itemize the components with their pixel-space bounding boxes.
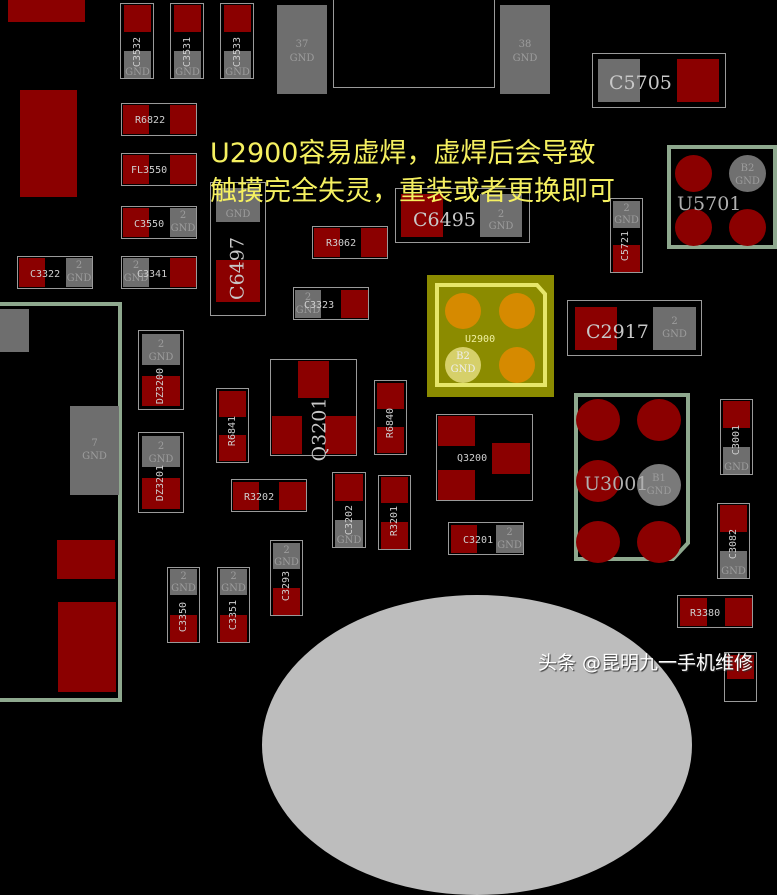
component-u2900-highlight[interactable]: B2 GND U2900 bbox=[427, 275, 554, 397]
component-c3322[interactable]: 2 GND C3322 bbox=[17, 256, 93, 289]
pad-left-gnd-top bbox=[0, 309, 29, 352]
component-c3293[interactable]: 2 GND C3293 bbox=[270, 540, 303, 616]
annotation-line-2: 触摸完全失灵，重装或者更换即可 bbox=[210, 176, 615, 207]
component-c3550[interactable]: 2 GND C3550 bbox=[121, 206, 197, 239]
component-dz3201[interactable]: 2 GND DZ3201 bbox=[138, 432, 184, 513]
component-u5701[interactable]: B2 GND U5701 bbox=[667, 145, 777, 249]
pad-37-gnd: 37 GND bbox=[277, 5, 327, 94]
component-r6822[interactable]: R6822 bbox=[121, 103, 197, 136]
component-c3001[interactable]: GND C3001 bbox=[720, 399, 753, 475]
component-r6840[interactable]: R6840 bbox=[374, 380, 407, 455]
component-c3341[interactable]: 2 GND C3341 bbox=[121, 256, 197, 289]
component-c3351[interactable]: 2 GND C3351 bbox=[217, 567, 250, 643]
component-c5721[interactable]: 2 GND C5721 bbox=[610, 198, 643, 273]
component-c5705[interactable]: C5705 bbox=[592, 53, 726, 108]
component-u3001[interactable]: B1 GND U3001 bbox=[572, 393, 690, 563]
component-c3532[interactable]: GND C3532 bbox=[120, 3, 154, 79]
pad-7-gnd: 7 GND bbox=[70, 406, 119, 495]
component-c3323[interactable]: 2 GND C3323 bbox=[293, 287, 369, 320]
component-r3380[interactable]: R3380 bbox=[677, 595, 753, 628]
watermark: 头条 @昆明九一手机维修 bbox=[538, 652, 754, 674]
pad-38-gnd: 38 GND bbox=[500, 5, 550, 94]
component-c3533[interactable]: GND C3533 bbox=[220, 3, 254, 79]
component-fl3550[interactable]: FL3550 bbox=[121, 153, 197, 186]
component-c3082[interactable]: GND C3082 bbox=[717, 503, 750, 579]
annotation-line-1: U2900容易虚焊，虚焊后会导致 bbox=[210, 138, 596, 169]
pad-left-red-2 bbox=[58, 602, 116, 692]
component-c3201[interactable]: 2 GND C3201 bbox=[448, 522, 524, 555]
component-r3201[interactable]: R3201 bbox=[378, 475, 411, 550]
component-r6841[interactable]: R6841 bbox=[216, 388, 249, 463]
component-c6495[interactable]: 2 GND C6495 bbox=[395, 188, 530, 243]
component-q3201[interactable]: Q3201 bbox=[270, 359, 357, 461]
component-c2917[interactable]: 2 GND C2917 bbox=[567, 300, 702, 356]
component-outline-top bbox=[333, 0, 495, 88]
pad-top-left-1 bbox=[8, 0, 85, 22]
component-c3350[interactable]: 2 GND C3350 bbox=[167, 567, 200, 643]
u2900-outline bbox=[435, 283, 547, 387]
component-u3001-outline bbox=[574, 393, 690, 561]
component-dz3200[interactable]: 2 GND DZ3200 bbox=[138, 330, 184, 410]
large-round-pad bbox=[262, 595, 692, 895]
component-r3202[interactable]: R3202 bbox=[231, 479, 307, 512]
pad-left-large bbox=[20, 90, 77, 197]
pad-left-red-1 bbox=[57, 540, 115, 579]
component-c3531[interactable]: GND C3531 bbox=[170, 3, 204, 79]
component-c3202[interactable]: GND C3202 bbox=[332, 472, 366, 548]
component-q3200[interactable]: Q3200 bbox=[436, 414, 533, 501]
component-r3062[interactable]: R3062 bbox=[312, 226, 388, 259]
component-c6497[interactable]: GND C6497 bbox=[210, 182, 266, 316]
